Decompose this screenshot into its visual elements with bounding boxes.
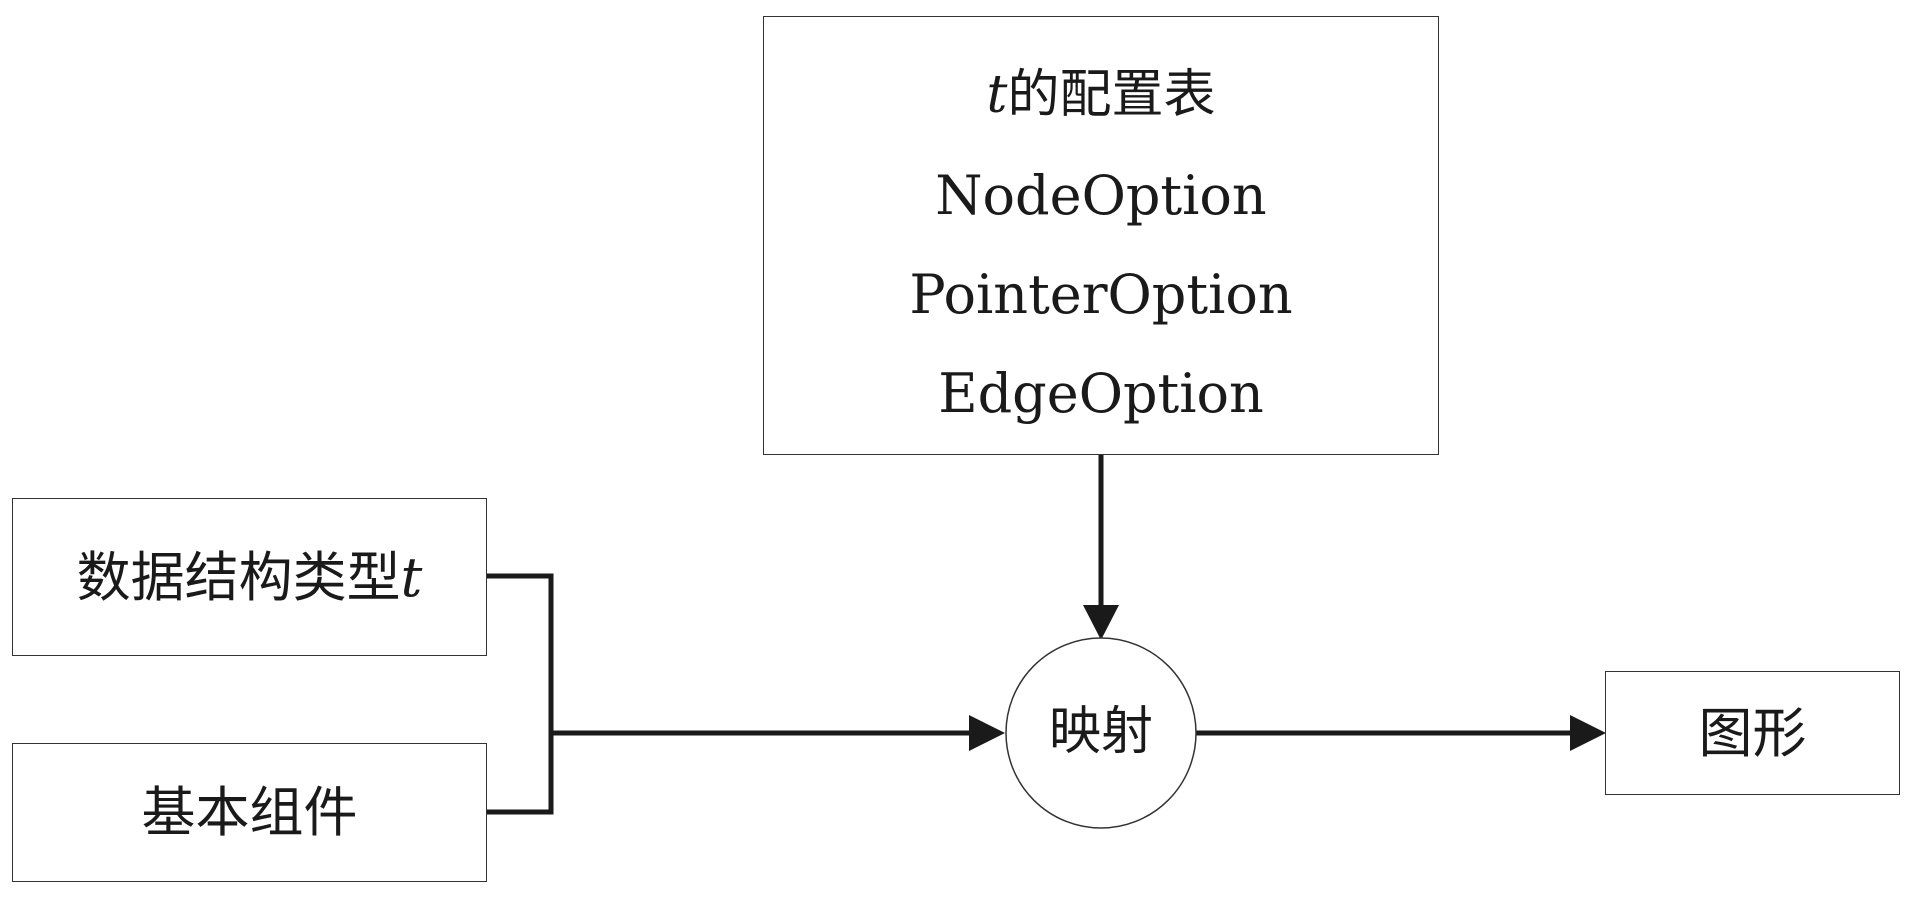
config-table-title: t的配置表	[764, 69, 1438, 121]
data-structure-type-label: 数据结构类型t	[13, 551, 486, 605]
mapping-node-circle	[1005, 637, 1197, 829]
data-structure-type-var: t	[400, 546, 423, 609]
merge-bracket	[486, 573, 554, 815]
config-table-box: t的配置表 NodeOption PointerOption EdgeOptio…	[763, 16, 1439, 455]
node-option-label: NodeOption	[935, 164, 1267, 227]
merge-to-mapping-arrowhead	[969, 715, 1005, 751]
config-to-mapping-arrowhead	[1083, 605, 1119, 640]
data-structure-type-text: 数据结构类型	[76, 546, 401, 609]
config-table-title-var: t	[986, 65, 1008, 125]
edge-option-label: EdgeOption	[938, 362, 1264, 425]
graphic-output-box: 图形	[1605, 671, 1900, 795]
basic-component-box: 基本组件	[12, 743, 487, 882]
pointer-option-label: PointerOption	[909, 263, 1293, 326]
basic-component-label: 基本组件	[141, 781, 358, 844]
mapping-node-label: 映射	[1048, 702, 1153, 762]
data-structure-type-box: 数据结构类型t	[12, 498, 487, 656]
graphic-output-label: 图形	[1698, 702, 1807, 765]
config-table-title-text: 的配置表	[1007, 65, 1216, 125]
mapping-to-output-arrowhead	[1570, 715, 1606, 751]
